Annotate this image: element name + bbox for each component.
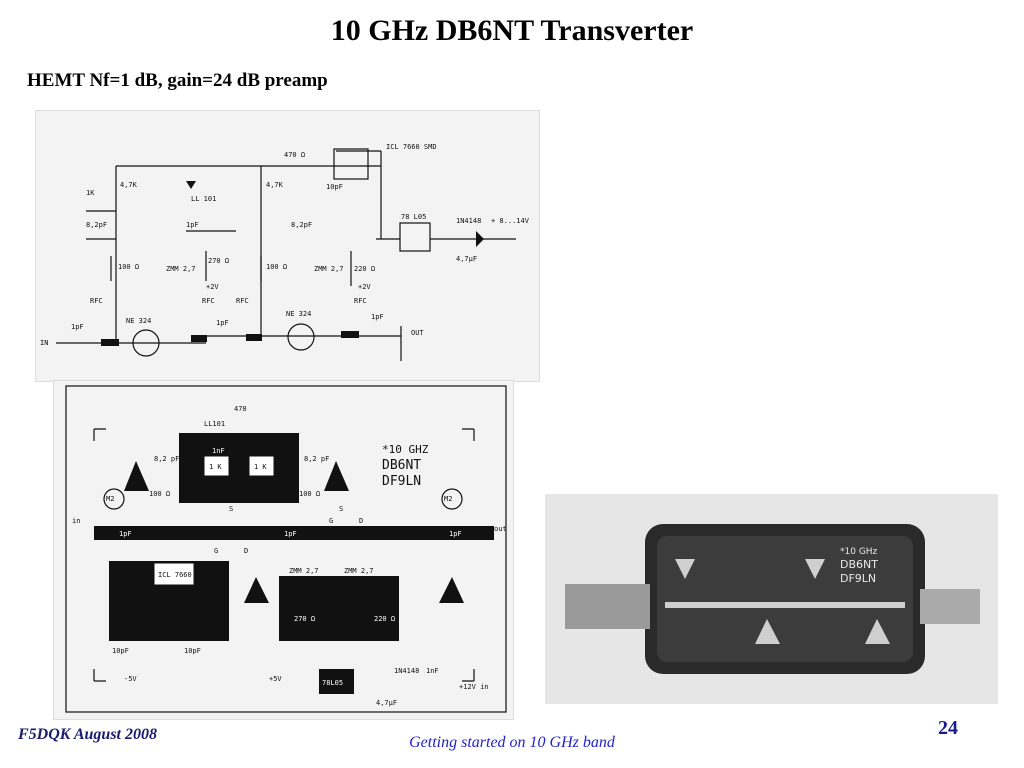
layout-brand-1: *10 GHZ	[382, 443, 429, 456]
sch-c5: 1pF	[371, 313, 384, 321]
photo-brand: *10 GHz	[840, 547, 878, 557]
page-number: 24	[938, 717, 958, 739]
footer-title: Getting started on 10 GHz band	[409, 734, 615, 751]
layout-c1n: 1nF	[426, 667, 439, 675]
sch-v1: +2V	[206, 283, 219, 291]
sch-rfc3: RFC	[236, 297, 249, 305]
layout-c82-a: 8,2 pF	[154, 455, 179, 463]
sch-r4: 100 Ω	[118, 263, 139, 271]
sch-ne1: NE 324	[126, 317, 151, 325]
sch-c10: 10pF	[326, 183, 343, 191]
layout-r470: 470	[234, 405, 247, 413]
layout-zmm-a: ZMM 2,7	[289, 567, 319, 575]
layout-reg: 78L05	[322, 679, 343, 687]
sch-r3: 4,7K	[266, 181, 284, 189]
layout-r100-b: 100 Ω	[299, 490, 320, 498]
sch-diode: 1N4148	[456, 217, 481, 225]
sch-rfc4: RFC	[354, 297, 367, 305]
layout-d1: D	[244, 547, 248, 555]
layout-d2: D	[359, 517, 363, 525]
layout-g1: G	[214, 547, 218, 555]
sch-c1: 8,2pF	[86, 221, 107, 229]
photo-label-1: DB6NT	[840, 558, 878, 571]
preamp-schematic: IN OUT NE 324 NE 324 ICL 7660 SMD 78 L05…	[35, 110, 540, 382]
sch-z1: ZMM 2,7	[166, 265, 196, 273]
layout-out: out	[494, 525, 507, 533]
layout-r270: 270 Ω	[294, 615, 315, 623]
sch-r5: 100 Ω	[266, 263, 287, 271]
layout-c1pf-b: 1pF	[284, 530, 297, 538]
layout-m2-right: M2	[444, 495, 452, 503]
layout-c10-b: 10pF	[184, 647, 201, 655]
sch-z2: ZMM 2,7	[314, 265, 344, 273]
layout-s1: S	[229, 505, 233, 513]
layout-c1pf-a: 1pF	[119, 530, 132, 538]
layout-c82-b: 8,2 pF	[304, 455, 329, 463]
sch-in-label: IN	[40, 339, 48, 347]
layout-s2: S	[339, 505, 343, 513]
layout-in: in	[72, 517, 80, 525]
sch-v2: +2V	[358, 283, 371, 291]
sch-ne2: NE 324	[286, 310, 311, 318]
sch-icl: ICL 7660 SMD	[386, 143, 437, 151]
layout-r100-a: 100 Ω	[149, 490, 170, 498]
slide-subtitle: HEMT Nf=1 dB, gain=24 dB preamp	[27, 70, 328, 91]
footer-author: F5DQK August 2008	[18, 726, 157, 743]
slide-title: 10 GHz DB6NT Transverter	[330, 14, 694, 47]
sch-r2: 4,7K	[120, 181, 138, 189]
layout-c47: 4,7µF	[376, 699, 397, 707]
layout-brand-3: DF9LN	[382, 474, 421, 489]
layout-drawing: *10 GHZ DB6NT DF9LN in out M2 M2 470 LL1…	[65, 385, 507, 713]
sch-r8: 220 Ω	[354, 265, 375, 273]
sch-c6: 1pF	[186, 221, 199, 229]
layout-r47-a: 4,7K	[204, 493, 222, 501]
layout-r1k-a: 1 K	[209, 463, 222, 471]
layout-neg5v: -5V	[124, 675, 137, 683]
pcb-layout: *10 GHZ DB6NT DF9LN in out M2 M2 470 LL1…	[53, 380, 514, 720]
layout-icl: ICL 7660	[158, 571, 192, 579]
sch-r6: 470 Ω	[284, 151, 305, 159]
layout-r47-b: 4,7K	[249, 493, 267, 501]
layout-r1k-b: 1 K	[254, 463, 267, 471]
layout-m2-left: M2	[106, 495, 114, 503]
sch-r7: 270 Ω	[208, 257, 229, 265]
sch-led: LL 101	[191, 195, 216, 203]
sch-rfc2: RFC	[202, 297, 215, 305]
sch-rfc1: RFC	[90, 297, 103, 305]
sch-c47: 4,7µF	[456, 255, 477, 263]
sch-supply: + 8...14V	[491, 217, 530, 225]
layout-zmm-b: ZMM 2,7	[344, 567, 374, 575]
layout-c1pf-c: 1pF	[449, 530, 462, 538]
photo-label-2: DF9LN	[840, 572, 876, 585]
schematic-drawing: IN OUT NE 324 NE 324 ICL 7660 SMD 78 L05…	[40, 143, 530, 361]
layout-pos5v: +5V	[269, 675, 282, 683]
layout-brand-2: DB6NT	[382, 458, 421, 473]
photo-drawing: *10 GHz DB6NT DF9LN	[565, 524, 980, 674]
sch-reg: 78 L05	[401, 213, 426, 221]
sch-c2: 8,2pF	[291, 221, 312, 229]
sch-out-label: OUT	[411, 329, 424, 337]
layout-c1nf: 1nF	[212, 447, 225, 455]
layout-vin: +12V in	[459, 683, 489, 691]
layout-g2: G	[329, 517, 333, 525]
sch-r1: 1K	[86, 189, 95, 197]
sch-c3: 1pF	[71, 323, 84, 331]
layout-c10-a: 10pF	[112, 647, 129, 655]
layout-diode: 1N4148	[394, 667, 419, 675]
layout-ll101: LL101	[204, 420, 225, 428]
sch-c4: 1pF	[216, 319, 229, 327]
layout-r220: 220 Ω	[374, 615, 395, 623]
module-photo: *10 GHz DB6NT DF9LN	[545, 494, 998, 704]
